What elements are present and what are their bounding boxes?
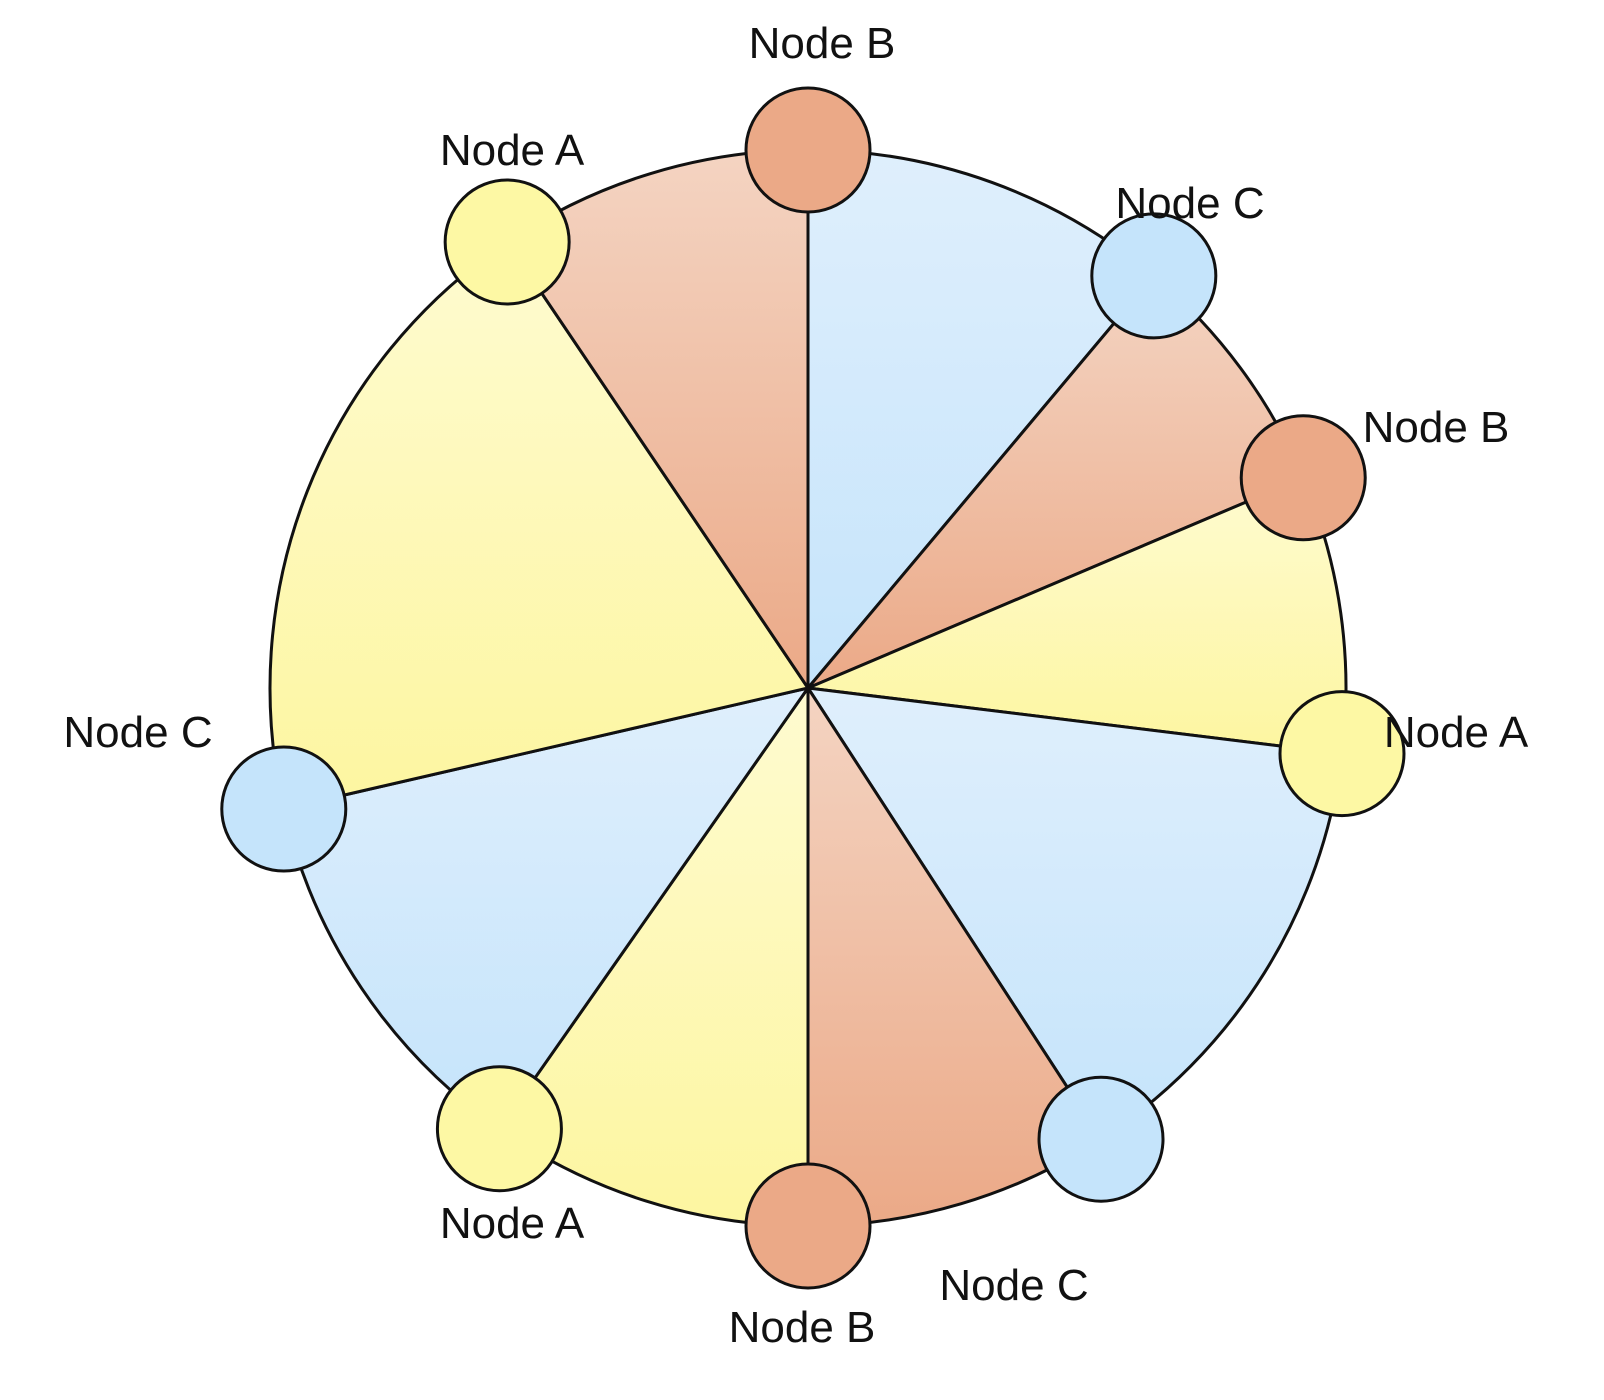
node-circle-b bbox=[744, 86, 872, 214]
node-circle-a bbox=[443, 178, 571, 306]
node-label-b: Node B bbox=[1363, 403, 1510, 452]
node-label-b: Node B bbox=[749, 19, 896, 68]
node-circle-c bbox=[1037, 1075, 1165, 1203]
sector-8 bbox=[268, 240, 810, 811]
node-labels: Node B Node C Node B Node A Node C Node B Node… bbox=[63, 19, 1528, 1352]
node-circle-c bbox=[1090, 212, 1218, 340]
node-circle-b bbox=[1239, 414, 1367, 542]
node-label-a: Node A bbox=[440, 1199, 585, 1248]
node-circle-a bbox=[1278, 690, 1406, 818]
ring-sectors bbox=[268, 148, 1348, 1228]
ring-nodes bbox=[220, 86, 1406, 1290]
node-label-a: Node A bbox=[440, 126, 585, 175]
node-circle-b bbox=[744, 1162, 872, 1290]
node-label-c: Node C bbox=[1115, 179, 1264, 228]
node-label-c: Node C bbox=[939, 1261, 1088, 1310]
node-label-a: Node A bbox=[1384, 708, 1529, 757]
node-circle-a bbox=[435, 1065, 563, 1193]
node-circle-c bbox=[220, 745, 348, 873]
node-label-c: Node C bbox=[63, 708, 212, 757]
node-label-b: Node B bbox=[729, 1303, 876, 1352]
